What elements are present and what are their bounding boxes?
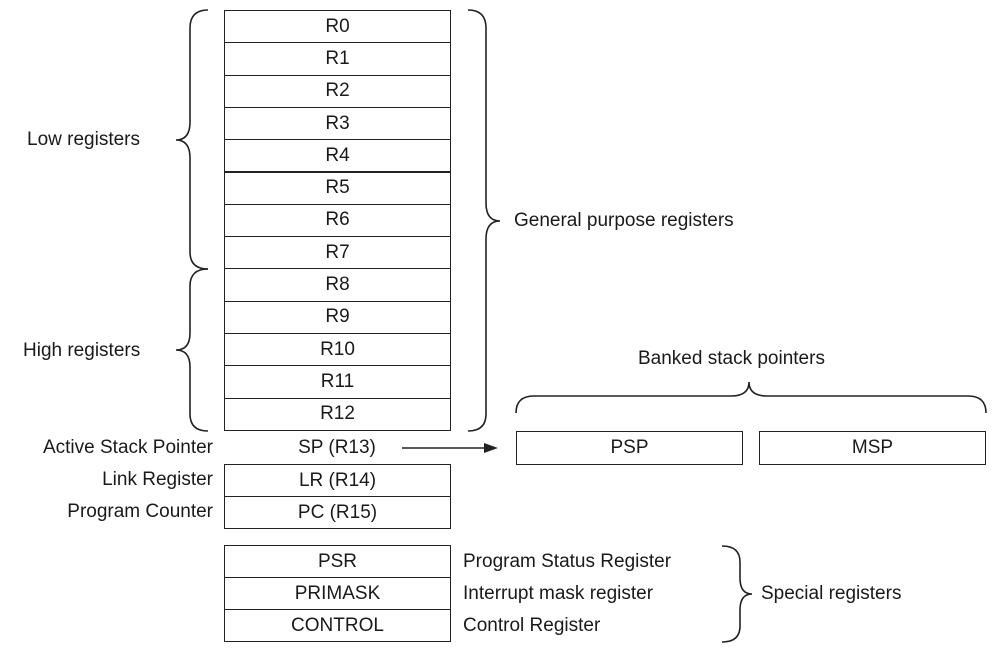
register-r3: R3: [224, 106, 451, 141]
special-register-description: Control Register: [463, 615, 601, 636]
register-r12: R12: [224, 397, 451, 431]
pc-register: PC (R15): [224, 496, 451, 529]
register-r0: R0: [224, 10, 451, 44]
special-register-description: Interrupt mask register: [463, 583, 654, 604]
banked-brace: [515, 381, 987, 414]
register-r6: R6: [224, 203, 451, 238]
register-r1: R1: [224, 42, 451, 76]
active-stack-pointer-label: Active Stack Pointer: [42, 437, 213, 458]
special-register-primask: PRIMASK: [224, 577, 451, 610]
register-r11: R11: [224, 365, 451, 399]
register-r2: R2: [224, 74, 451, 108]
msp-register: MSP: [759, 431, 986, 465]
register-r10: R10: [224, 333, 451, 367]
psp-register: PSP: [516, 431, 743, 465]
program-counter-label: Program Counter: [67, 501, 213, 522]
high-registers-brace: [175, 268, 209, 432]
low-registers-brace: [175, 9, 209, 270]
special-registers-brace: [721, 545, 753, 643]
general-purpose-registers-label: General purpose registers: [514, 210, 734, 231]
register-r4: R4: [224, 139, 451, 173]
banked-stack-pointers-label: Banked stack pointers: [638, 348, 825, 369]
special-register-psr: PSR: [224, 545, 451, 578]
register-r5: R5: [224, 171, 451, 205]
register-r7: R7: [224, 236, 451, 270]
register-r9: R9: [224, 300, 451, 334]
special-register-description: Program Status Register: [463, 551, 672, 572]
low-registers-label: Low registers: [27, 129, 140, 150]
sp-register-label: SP (R13): [298, 437, 376, 458]
special-register-control: CONTROL: [224, 609, 451, 642]
lr-register: LR (R14): [224, 464, 451, 497]
link-register-label: Link Register: [102, 469, 213, 490]
register-r8: R8: [224, 268, 451, 302]
sp-arrow-head: [484, 443, 498, 453]
general-purpose-brace: [467, 9, 501, 432]
special-registers-label: Special registers: [761, 583, 902, 604]
high-registers-label: High registers: [23, 340, 141, 361]
